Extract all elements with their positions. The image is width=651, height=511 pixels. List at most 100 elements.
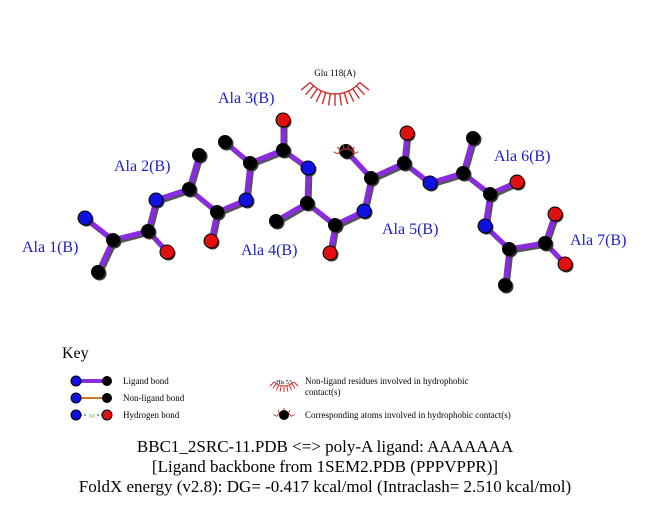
key-sample-residue-label: His 53 (276, 380, 292, 386)
key-hydrogen-bond-label: Hydrogen bond (123, 410, 180, 420)
residue-label-ala1: Ala 1(B) (22, 239, 78, 256)
atom-carbon (300, 196, 314, 210)
atom-carbon (502, 242, 516, 256)
hydrophobic-spoke (300, 81, 311, 91)
key-hydrophobic-atoms-label: Corresponding atoms involved in hydropho… (305, 410, 511, 420)
key-hydrophobic-atom-sample (273, 408, 295, 420)
atom-carbon (218, 135, 232, 149)
hydrophobic-spoke (327, 93, 332, 106)
atom-nitrogen (148, 192, 164, 208)
hydrophobic-spoke (290, 414, 295, 417)
residue-label-ala3: Ala 3(B) (218, 90, 274, 107)
hydrophobic-spoke (310, 88, 318, 100)
atom-carbon (456, 166, 470, 180)
atom-carbon (141, 224, 155, 238)
atom-carbon (483, 187, 497, 201)
atom-oxygen (322, 245, 338, 261)
caption-line1: BBC1_2SRC-11.PDB <=> poly-A ligand: AAAA… (137, 437, 514, 456)
atom-carbon (339, 144, 353, 158)
atom-carbon (466, 131, 480, 145)
key-title: Key (62, 345, 89, 362)
hydrophobic-spoke (333, 151, 339, 155)
hydrophobic-spoke (352, 88, 360, 100)
hydrophobic-spoke (286, 385, 289, 392)
residue-label-ala4: Ala 4(B) (241, 242, 297, 259)
hydrophobic-spoke (353, 151, 359, 155)
key-ligand-bond-sample (70, 375, 112, 387)
key-legend: Key Ligand bond Non-ligand bond 3.0 Hydr… (62, 345, 511, 421)
key-non-ligand-bond-sample (70, 392, 112, 404)
hydrophobic-spoke (273, 414, 278, 417)
hydrophobic-spoke (337, 146, 341, 152)
hydrophobic-spoke (342, 144, 345, 150)
atom-carbon (538, 236, 552, 250)
hydrophobic-spoke (359, 81, 370, 91)
hydrophobic-spoke (275, 384, 280, 391)
atom-carbon (106, 233, 120, 247)
key-hydrophobic-residues-label-line2: contact(s) (305, 387, 340, 397)
atom-carbon (210, 205, 224, 219)
atom-carbon (182, 182, 196, 196)
atom-carbon (192, 148, 206, 162)
key-hydrogen-bond-sample: 3.0 (70, 409, 113, 421)
residue-label-ala2: Ala 2(B) (114, 158, 170, 175)
key-ligand-bond-label: Ligand bond (123, 376, 169, 386)
hydrophobic-spoke (351, 146, 355, 152)
hydrophobic-spoke (321, 92, 327, 105)
hydrophobic-spoke (347, 144, 350, 150)
hydrophobic-spoke (272, 383, 277, 389)
hydrophobic-arc (337, 148, 355, 155)
hydrophobic-spoke (355, 85, 365, 96)
hydrophobic-atom-mark-icon (333, 144, 359, 155)
hydrophobic-spoke (288, 384, 293, 391)
hydrophobic-arc (309, 81, 361, 95)
hydrophobic-spoke (305, 85, 315, 96)
atom-carbon (364, 171, 378, 185)
hydrophobic-spoke (277, 409, 281, 414)
atom-oxygen (275, 112, 291, 128)
key-non-ligand-bond-label: Non-ligand bond (123, 393, 185, 403)
hydrophobic-spoke (287, 409, 291, 414)
hydrophobic-spoke (293, 381, 299, 387)
ligand-atoms (77, 112, 574, 294)
atom-carbon (91, 265, 105, 279)
hydrophobic-spoke (291, 383, 296, 389)
atom-oxygen (557, 256, 573, 272)
hydrophobic-residue-label: Glu 118(A) (314, 68, 355, 78)
key-hydrophobic-arc-icon (269, 381, 299, 392)
key-hbond-distance: 3.0 (88, 415, 95, 420)
hydrophobic-spoke (269, 381, 275, 387)
hydrophobic-spoke (343, 92, 349, 105)
atom-oxygen (159, 244, 175, 260)
hydrophobic-spoke (347, 90, 355, 103)
atom-oxygen (203, 233, 219, 249)
caption-line3: FoldX energy (v2.8): DG= -0.417 kcal/mol… (79, 477, 571, 496)
atom-nitrogen (238, 192, 254, 208)
atom-nitrogen (77, 210, 93, 226)
key-hydrophobic-residue-sample: His 53 (269, 380, 299, 392)
atom-nitrogen (300, 160, 316, 176)
hydrophobic-spoke (279, 385, 282, 392)
atom-nitrogen (356, 203, 372, 219)
atom-carbon (498, 278, 512, 292)
atom-oxygen (509, 174, 525, 190)
residue-label-ala6: Ala 6(B) (494, 148, 550, 165)
atom-carbon (269, 214, 283, 228)
atom-oxygen (399, 125, 415, 141)
hydrophobic-contact-glu118: Glu 118(A) (300, 68, 370, 106)
atom-carbon (276, 143, 290, 157)
atom-carbon (328, 218, 342, 232)
residue-label-ala5: Ala 5(B) (382, 221, 438, 238)
atom-nitrogen (422, 175, 438, 191)
atom-carbon (243, 156, 257, 170)
atom-oxygen (547, 206, 563, 222)
caption-line2: [Ligand backbone from 1SEM2.PDB (PPPVPPR… (152, 457, 498, 476)
hydrophobic-spoke (338, 93, 343, 106)
key-hydrophobic-residues-label-line1: Non-ligand residues involved in hydropho… (305, 376, 468, 386)
atom-nitrogen (477, 218, 493, 234)
atom-carbon (397, 156, 411, 170)
hydrophobic-spoke (315, 90, 323, 103)
hydrophobic-arc-icon (300, 81, 370, 106)
residue-label-ala7: Ala 7(B) (570, 232, 626, 249)
